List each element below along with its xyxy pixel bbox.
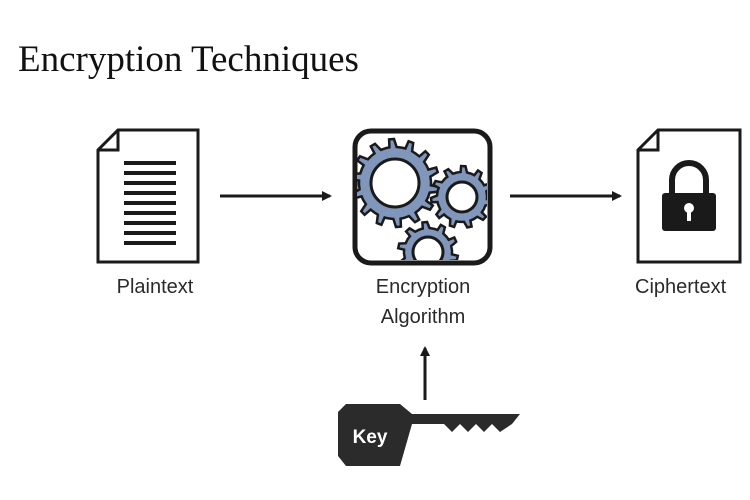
algorithm-label-line2: Algorithm <box>381 306 465 328</box>
gear-right-hole <box>445 180 479 214</box>
plaintext-label: Plaintext <box>117 276 194 298</box>
gear-right <box>429 164 487 229</box>
gears-icon <box>352 128 493 266</box>
page-title: Encryption Techniques <box>18 39 359 80</box>
locked-document-icon <box>636 128 742 264</box>
ciphertext-label: Ciphertext <box>635 276 727 298</box>
gear-bottom-hole <box>411 235 445 260</box>
algorithm-label-line1: Encryption <box>376 276 471 298</box>
padlock-icon <box>662 160 716 231</box>
key-label: Key <box>353 427 388 448</box>
gear-large-hole <box>369 157 421 209</box>
key-icon <box>338 404 520 466</box>
document-text-lines <box>124 161 176 245</box>
gear-bottom <box>396 220 460 260</box>
gear-large <box>357 137 441 229</box>
document-icon <box>96 128 200 264</box>
